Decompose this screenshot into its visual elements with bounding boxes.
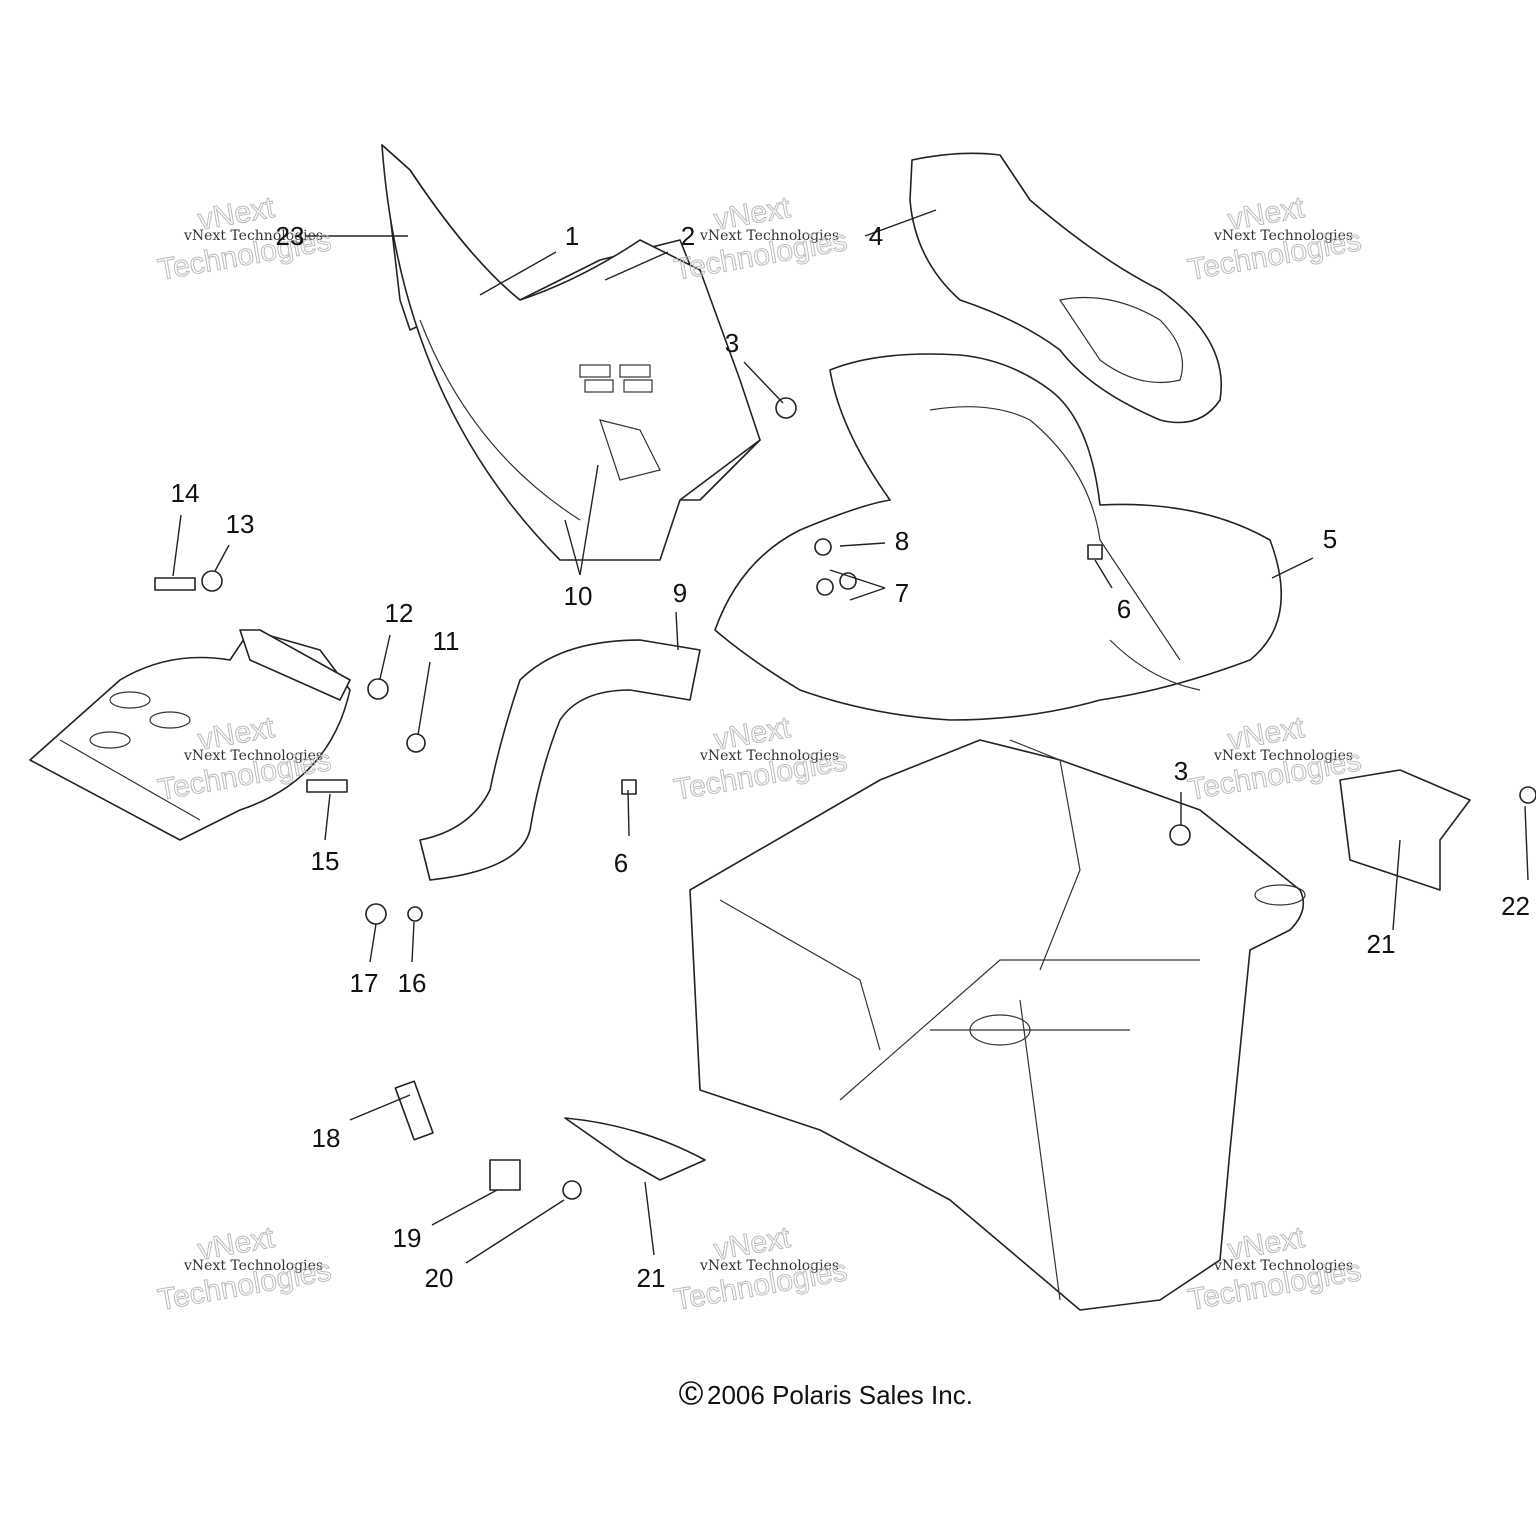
fasteners	[154, 397, 1536, 1200]
callout-20: 20	[425, 1263, 454, 1293]
callout-15: 15	[311, 846, 340, 876]
copyright: c 2006 Polaris Sales Inc.	[679, 1376, 973, 1410]
callout-3b: 3	[1174, 756, 1188, 786]
watermark: vNext vNext Technologies Technologies	[1185, 710, 1364, 807]
callout-17: 17	[350, 968, 379, 998]
callout-23: 23	[276, 221, 305, 251]
watermark: vNext vNext Technologies Technologies	[671, 190, 850, 287]
watermark: vNext vNext Technologies Technologies	[671, 710, 850, 807]
callout-11: 11	[433, 626, 460, 656]
copyright-symbol-icon	[679, 1381, 703, 1405]
watermark: vNext vNext Technologies Technologies	[155, 1220, 334, 1317]
callout-19: 19	[393, 1223, 422, 1253]
callout-13: 13	[226, 509, 255, 539]
front-fender-panel	[381, 144, 761, 561]
callout-18: 18	[312, 1123, 341, 1153]
svg-text:vNext Technologies: vNext Technologies	[1213, 1258, 1353, 1274]
leader-lines	[172, 209, 1529, 1264]
svg-text:vNext Technologies: vNext Technologies	[1213, 228, 1353, 244]
callout-1: 1	[565, 221, 579, 251]
svg-text:vNext Technologies: vNext Technologies	[699, 748, 839, 764]
bracket-21-right	[1339, 769, 1471, 891]
copyright-symbol-letter: c	[685, 1376, 698, 1406]
callout-6b: 6	[614, 848, 628, 878]
callout-4: 4	[869, 221, 883, 251]
callout-21: 21	[637, 1263, 666, 1293]
callout-3: 3	[725, 328, 739, 358]
callout-16: 16	[398, 968, 427, 998]
frame	[689, 739, 1306, 1311]
callout-2: 2	[681, 221, 695, 251]
seat	[909, 152, 1222, 424]
fender-flare	[419, 639, 701, 881]
svg-text:vNext Technologies: vNext Technologies	[699, 1258, 839, 1274]
svg-text:vNext Technologies: vNext Technologies	[699, 228, 839, 244]
svg-text:vNext Technologies: vNext Technologies	[183, 1258, 323, 1274]
watermark: vNext vNext Technologies Technologies	[671, 1220, 850, 1317]
callout-labels: 1 2 3 4 5 6 7 8 9 10 11 12 13 14 6 15 17…	[171, 221, 1530, 1293]
bracket-21-lower	[564, 1117, 706, 1181]
callout-22: 22	[1501, 891, 1530, 921]
rear-fender	[714, 353, 1282, 721]
callout-6: 6	[1117, 594, 1131, 624]
callout-10: 10	[564, 581, 593, 611]
svg-text:vNext Technologies: vNext Technologies	[183, 228, 323, 244]
callout-5: 5	[1323, 524, 1337, 554]
callout-7: 7	[895, 578, 909, 608]
svg-text:vNext Technologies: vNext Technologies	[183, 748, 323, 764]
copyright-text: 2006 Polaris Sales Inc.	[707, 1380, 973, 1410]
callout-12: 12	[385, 598, 414, 628]
callout-8: 8	[895, 526, 909, 556]
svg-text:vNext Technologies: vNext Technologies	[1213, 748, 1353, 764]
watermark: vNext vNext Technologies Technologies	[1185, 190, 1364, 287]
footrest	[29, 629, 351, 841]
callout-14: 14	[171, 478, 200, 508]
callout-9: 9	[673, 578, 687, 608]
watermark: vNext vNext Technologies Technologies	[155, 190, 334, 287]
callout-21b: 21	[1367, 929, 1396, 959]
